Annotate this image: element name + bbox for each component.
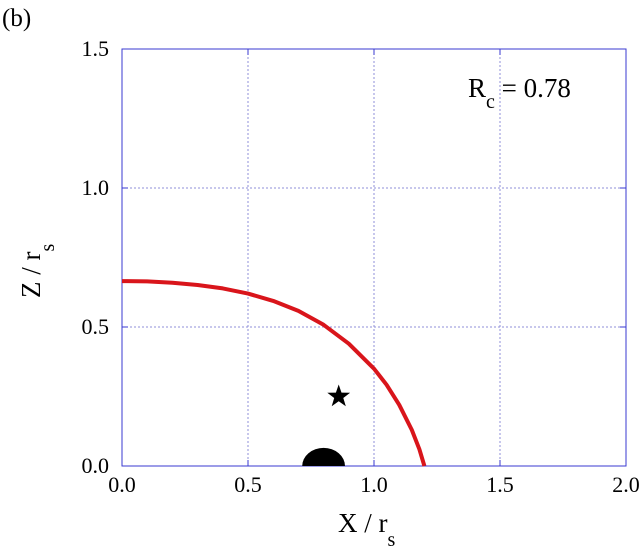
annotation: Rc = 0.78 [468,73,571,113]
annotation-subscript: c [486,91,495,113]
x-tick-label: 1.0 [360,472,388,497]
y-axis-label: Z / rs [16,244,59,299]
filled-cap-marker [302,447,345,466]
x-axis-label: X / rs [338,508,396,551]
y-axis-label-text: Z / r [16,252,46,299]
x-tick-label: 0.5 [234,472,262,497]
x-tick-labels: 0.0 0.5 1.0 1.5 2.0 [108,472,640,497]
star-marker [327,384,351,407]
y-tick-label: 1.0 [82,175,110,200]
x-tick-label: 2.0 [612,472,640,497]
x-axis-label-subscript: s [388,529,396,551]
y-tick-label: 0.5 [82,314,110,339]
y-axis-label-subscript: s [37,244,59,252]
y-tick-label: 1.5 [82,36,110,61]
y-tick-label: 0.0 [82,453,110,478]
x-axis-label-text: X / r [338,508,388,538]
y-axis-label-group: Z / rs [16,244,59,299]
panel-label: (b) [2,5,31,32]
axis-ticks [121,48,627,467]
annotation-value: = 0.78 [495,73,571,103]
annotation-prefix: R [468,73,486,103]
boundary-curve [121,279,427,467]
plot-marks [121,279,427,467]
x-tick-label: 0.0 [108,472,136,497]
grid [122,49,626,466]
y-tick-labels: 0.0 0.5 1.0 1.5 [82,36,110,478]
x-tick-label: 1.5 [486,472,514,497]
